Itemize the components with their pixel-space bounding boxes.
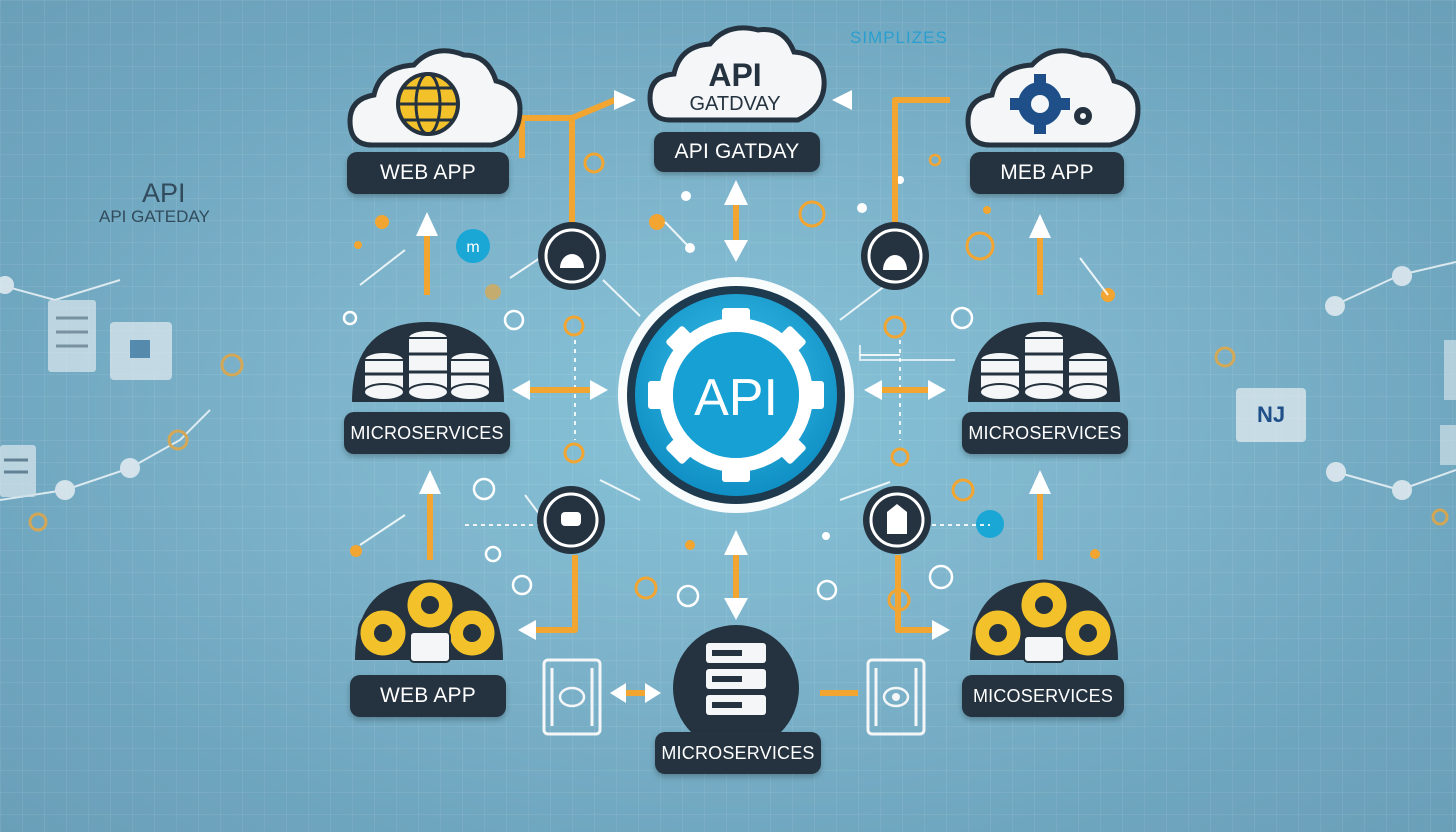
- arrow-up-icon: [724, 180, 748, 205]
- left-side-decor: [0, 276, 244, 532]
- arrow-up-icon: [1029, 214, 1051, 238]
- thin-connectors: [359, 221, 1109, 546]
- arrow-left-icon: [610, 683, 626, 703]
- connector-nodes: [537, 222, 931, 554]
- gateway-cloud: API GATDVAY: [647, 25, 827, 123]
- connector-node-top-right: [861, 222, 929, 290]
- app-label-top-right: MEB APP: [970, 152, 1124, 194]
- arrow-up-icon: [1029, 470, 1051, 494]
- arrow-right-icon: [645, 683, 661, 703]
- simplifies-label: SIMPLIZES: [850, 28, 948, 47]
- api-hub: API: [618, 277, 854, 513]
- connector-node-bottom-left: [537, 486, 605, 554]
- microservices-label-left: MICROSERVICES: [344, 412, 510, 454]
- globe-icon: [396, 72, 460, 136]
- gateway-cloud-title: API: [708, 57, 761, 93]
- app-cloud-top-right: [965, 48, 1141, 148]
- svg-text:m: m: [466, 239, 479, 256]
- arrow-down-icon: [724, 240, 748, 262]
- scatter-dots: m: [342, 152, 1115, 612]
- monitor-panel-left: [542, 658, 602, 736]
- side-gateway-text: API GATEDAY: [99, 207, 210, 226]
- document-icon: [48, 300, 96, 372]
- arrow-up-icon: [416, 212, 438, 236]
- node-dot: [0, 276, 14, 294]
- right-side-decor: [1214, 261, 1456, 526]
- database-icon-right: [968, 322, 1120, 402]
- arrow-up-icon: [419, 470, 441, 494]
- arrow-heads: [416, 90, 1051, 703]
- arrow-right-icon: [932, 620, 950, 640]
- mini-app-icon: [456, 229, 490, 263]
- server-icon: [673, 625, 799, 751]
- microservices-label-bottom-right: MICOSERVICES: [962, 675, 1124, 717]
- arrow-up-icon: [724, 530, 748, 555]
- right-badge-text: NJ: [1257, 402, 1285, 427]
- gears-icon-bottom-left: [355, 579, 503, 663]
- microservices-label-right: MICROSERVICES: [962, 412, 1128, 454]
- monitor-panel-right: [866, 658, 926, 736]
- arrow-right-icon: [590, 380, 608, 400]
- microservices-label-bottom-center: MICROSERVICES: [655, 732, 821, 774]
- connector-node-bottom-right: [863, 486, 931, 554]
- web-app-label-bottom-left: WEB APP: [350, 675, 506, 717]
- gateway-label: API GATDAY: [654, 132, 820, 172]
- gateway-cloud-subtitle: GATDVAY: [689, 93, 780, 115]
- hub-label: API: [694, 369, 778, 427]
- web-app-cloud-top-left: [347, 48, 523, 148]
- arrow-down-icon: [724, 598, 748, 620]
- database-icon-left: [352, 322, 504, 402]
- arrow-right-icon: [928, 380, 946, 400]
- gear-icon: [1010, 74, 1092, 134]
- connector-node-top-left: [538, 222, 606, 290]
- side-api-text: API: [142, 178, 186, 208]
- gears-icon-bottom-right: [970, 579, 1118, 663]
- arrow-left-icon: [512, 380, 530, 400]
- arrow-right-icon: [614, 90, 636, 110]
- web-app-label-top-left: WEB APP: [347, 152, 509, 194]
- window-icon: [1236, 388, 1306, 442]
- arrow-left-icon: [832, 90, 852, 110]
- arrow-left-icon: [518, 620, 536, 640]
- arrow-left-icon: [864, 380, 882, 400]
